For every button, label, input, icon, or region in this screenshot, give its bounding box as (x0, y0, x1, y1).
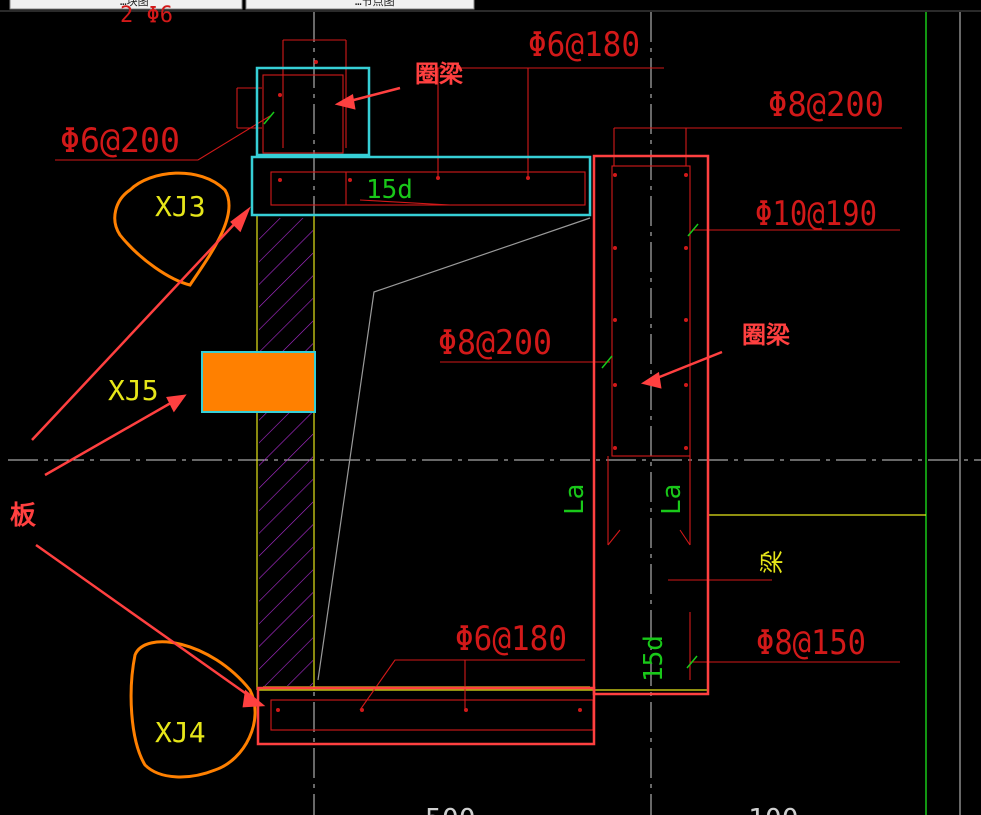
wall-hatch (259, 218, 313, 686)
cyan-box-top (255, 66, 371, 157)
tab-block-drawing[interactable] (9, 0, 243, 10)
label-xj5: XJ5 (108, 374, 159, 407)
label-la-right: La (657, 484, 687, 515)
orange-circle-xj4 (129, 640, 257, 779)
tab-strip: …块图 …节点图 (0, 0, 981, 12)
tab-label-2: …节点图 (355, 0, 395, 8)
dim-bottom-right: 100 (748, 802, 799, 815)
red-box-bottom-beam (256, 686, 596, 746)
label-phi8-200-top: Φ8@200 (768, 85, 884, 125)
tab-label-1: …块图 (120, 0, 149, 8)
orange-block (201, 351, 316, 413)
label-liang: 梁 (758, 550, 786, 574)
rebar-dots (276, 60, 688, 712)
label-xj3: XJ3 (155, 190, 206, 223)
label-15d-right: 15d (639, 635, 669, 682)
label-top-left-cut: 2 Φ6 (120, 3, 173, 28)
tab-node-drawing[interactable] (245, 0, 475, 10)
label-xj4: XJ4 (155, 716, 206, 749)
rebar-details (55, 39, 902, 731)
label-phi6-200: Φ6@200 (60, 121, 180, 161)
label-15d-top: 15d (366, 175, 413, 205)
orange-circle-xj3 (113, 171, 231, 287)
label-phi8-150: Φ8@150 (756, 623, 866, 663)
annot-slab: 板 (10, 501, 36, 531)
slope-line (317, 217, 591, 681)
label-phi6-180-top: Φ6@180 (528, 25, 640, 65)
annotation-overlays (113, 66, 710, 779)
label-phi8-200-mid: Φ8@200 (438, 323, 552, 363)
label-phi6-180-bottom: Φ6@180 (455, 619, 567, 659)
red-box-right-beam (592, 154, 710, 696)
wall-outline (256, 215, 926, 691)
annot-ring-beam-top: 圈梁 (415, 60, 463, 88)
label-phi10-190: Φ10@190 (755, 194, 877, 234)
annotation-arrows (31, 86, 723, 708)
green-ticks (263, 111, 699, 669)
label-la-left: La (560, 484, 590, 515)
dim-bottom-left: 500 (425, 802, 476, 815)
annot-ring-beam-right: 圈梁 (742, 321, 790, 349)
cyan-box-beam (250, 155, 592, 217)
